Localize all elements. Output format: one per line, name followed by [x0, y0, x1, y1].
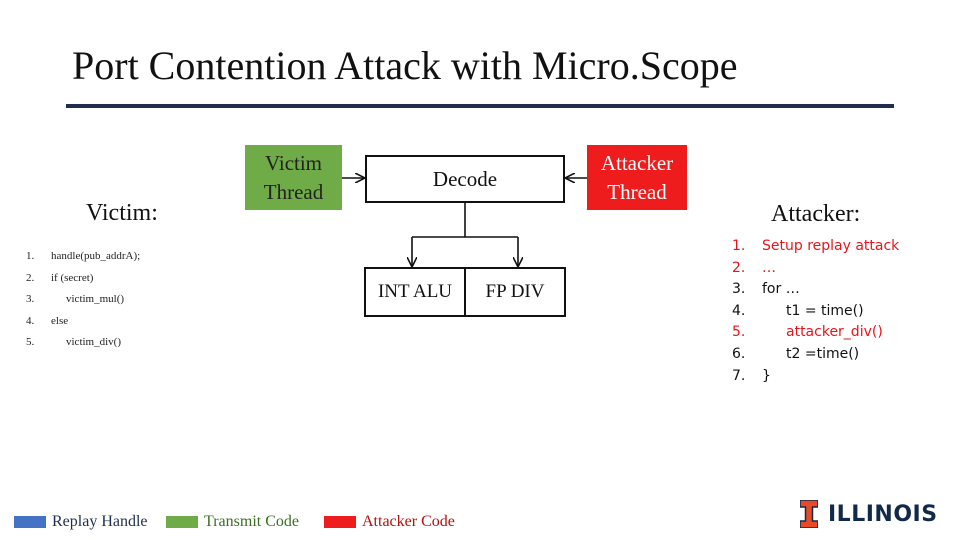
- code-text: t1 = time(): [786, 302, 864, 319]
- line-number: 4.: [732, 302, 746, 319]
- legend-label: Replay Handle: [52, 513, 148, 530]
- slide-title: Port Contention Attack with Micro.Scope: [72, 43, 738, 88]
- title-underline: [66, 104, 894, 108]
- legend-item-transmit-code: Transmit Code: [166, 512, 299, 532]
- attacker-section-label: Attacker:: [771, 201, 861, 227]
- victim-thread-box: Victim Thread: [245, 145, 342, 210]
- attacker-thread-label-line1: Attacker: [600, 150, 674, 175]
- code-text: t2 =time(): [786, 345, 860, 362]
- legend-item-attacker-code: Attacker Code: [324, 512, 455, 532]
- block-i-icon: [800, 500, 818, 528]
- code-text: if (secret): [51, 271, 94, 284]
- line-number: 3.: [26, 293, 35, 306]
- attacker-thread-box: Attacker Thread: [587, 145, 687, 210]
- victim-thread-label-line2: Thread: [263, 179, 324, 204]
- line-number: 2.: [732, 259, 746, 276]
- victim-thread-label-line1: Victim: [264, 150, 323, 175]
- line-number: 6.: [732, 345, 746, 362]
- legend-label: Transmit Code: [204, 513, 299, 530]
- line-number: 1.: [26, 250, 35, 262]
- line-number: 5.: [26, 336, 35, 349]
- code-text: victim_mul(): [66, 293, 125, 306]
- legend-swatch-red: [324, 516, 356, 528]
- code-text: else: [51, 314, 69, 327]
- legend-label: Attacker Code: [362, 513, 455, 530]
- legend-swatch-green: [166, 516, 198, 528]
- line-number: 3.: [732, 281, 746, 298]
- line-number: 5.: [732, 324, 746, 341]
- attacker-thread-label-line2: Thread: [607, 179, 667, 204]
- legend-swatch-blue: [14, 516, 46, 528]
- victim-section-label: Victim:: [86, 200, 158, 226]
- line-number: 4.: [26, 314, 35, 327]
- line-number: 1.: [732, 238, 746, 254]
- fp-div-port: FP DIV: [464, 269, 564, 315]
- int-alu-port: INT ALU: [377, 281, 453, 302]
- code-text: for …: [762, 281, 800, 298]
- legend-item-replay-handle: Replay Handle: [14, 512, 148, 532]
- decode-box: Decode: [365, 155, 565, 203]
- code-text: victim_div(): [66, 336, 121, 349]
- execution-ports-box: INT ALU FP DIV: [364, 267, 566, 317]
- code-text: Setup replay attack: [762, 238, 900, 254]
- line-number: 7.: [732, 367, 746, 384]
- university-logo: ILLINOIS: [800, 500, 938, 528]
- line-number: 2.: [26, 271, 35, 284]
- code-text: …: [762, 259, 776, 276]
- code-text: attacker_div(): [786, 324, 883, 341]
- logo-wordmark: ILLINOIS: [828, 501, 938, 527]
- code-text: handle(pub_addrA);: [51, 250, 141, 262]
- code-text: }: [762, 367, 771, 384]
